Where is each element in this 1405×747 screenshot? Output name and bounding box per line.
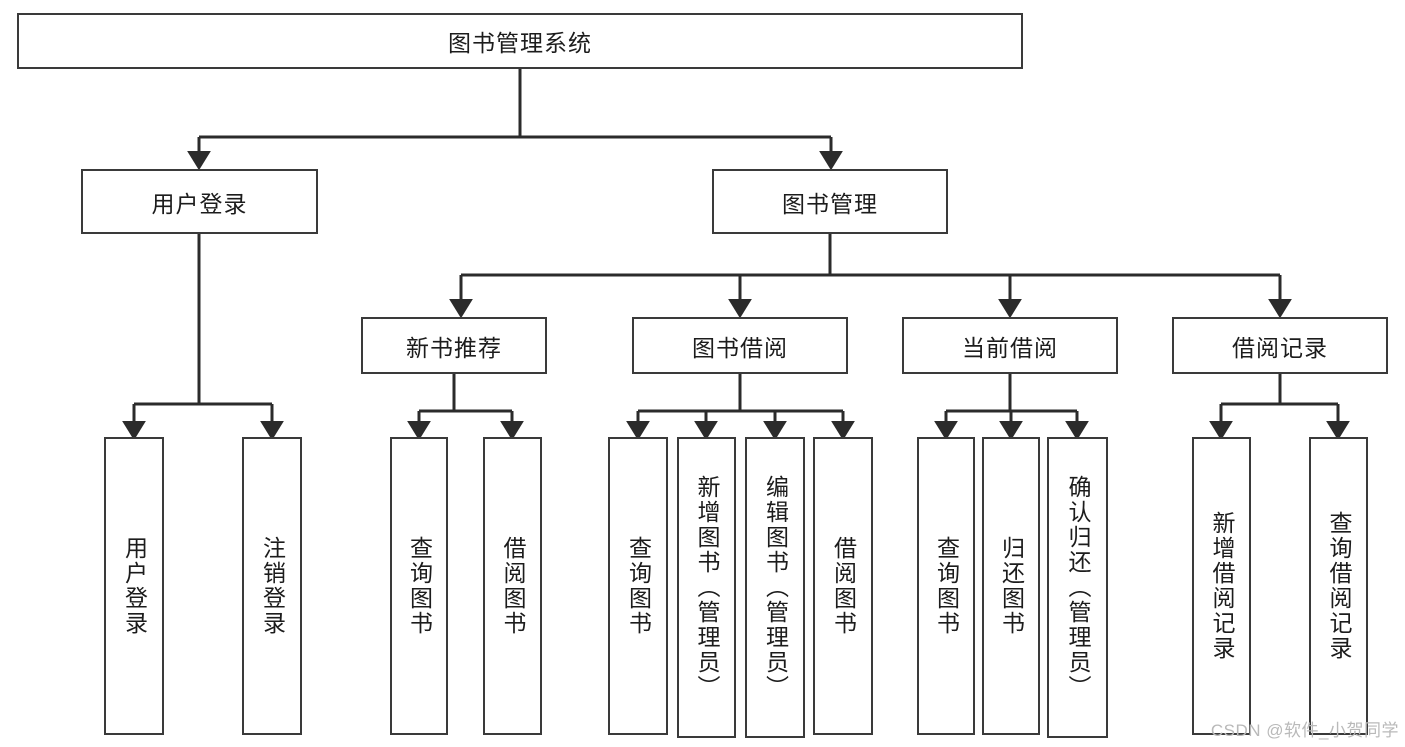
node-root-system[interactable]: 图书管理系统 bbox=[17, 13, 1023, 69]
node-label: 图书管理 bbox=[782, 190, 878, 217]
node-label: 借阅记录 bbox=[1232, 334, 1328, 361]
node-label: 查询借阅记录 bbox=[1326, 511, 1352, 661]
node-label: 确认归还（管理员） bbox=[1065, 475, 1091, 700]
node-label: 当前借阅 bbox=[962, 334, 1058, 361]
node-label: 新增图书（管理员） bbox=[694, 475, 720, 700]
node-borrow-record[interactable]: 借阅记录 bbox=[1172, 317, 1388, 374]
leaf-user-logout[interactable]: 注销登录 bbox=[242, 437, 302, 735]
leaf-edit-book-admin[interactable]: 编辑图书（管理员） bbox=[745, 437, 805, 738]
node-label: 用户登录 bbox=[151, 190, 248, 217]
watermark: CSDN @软件_小贺同学 bbox=[1210, 721, 1399, 740]
leaf-query-book-current[interactable]: 查询图书 bbox=[917, 437, 975, 735]
leaf-add-borrow-record[interactable]: 新增借阅记录 bbox=[1192, 437, 1251, 735]
leaf-return-book[interactable]: 归还图书 bbox=[982, 437, 1040, 735]
node-book-manage[interactable]: 图书管理 bbox=[712, 169, 948, 234]
node-label: 查询图书 bbox=[406, 536, 433, 636]
node-label: 编辑图书（管理员） bbox=[762, 475, 789, 700]
leaf-confirm-return-admin[interactable]: 确认归还（管理员） bbox=[1047, 437, 1108, 738]
node-book-borrow[interactable]: 图书借阅 bbox=[632, 317, 848, 374]
node-label: 查询图书 bbox=[933, 536, 960, 636]
node-user-login[interactable]: 用户登录 bbox=[81, 169, 318, 234]
leaf-query-book-recommend[interactable]: 查询图书 bbox=[390, 437, 448, 735]
node-label: 新增借阅记录 bbox=[1209, 511, 1235, 661]
node-label: 用户登录 bbox=[121, 536, 148, 636]
node-label: 图书借阅 bbox=[692, 334, 788, 361]
node-new-book-recommend[interactable]: 新书推荐 bbox=[361, 317, 547, 374]
leaf-user-login[interactable]: 用户登录 bbox=[104, 437, 164, 735]
node-current-borrow[interactable]: 当前借阅 bbox=[902, 317, 1118, 374]
node-label: 查询图书 bbox=[625, 536, 652, 636]
leaf-query-book-borrow[interactable]: 查询图书 bbox=[608, 437, 668, 735]
node-label: 新书推荐 bbox=[406, 334, 502, 361]
node-label: 借阅图书 bbox=[500, 536, 526, 636]
node-label: 图书管理系统 bbox=[448, 30, 592, 56]
leaf-add-book-admin[interactable]: 新增图书（管理员） bbox=[677, 437, 736, 738]
node-label: 注销登录 bbox=[259, 536, 286, 636]
leaf-borrow-book-recommend[interactable]: 借阅图书 bbox=[483, 437, 542, 735]
leaf-borrow-book[interactable]: 借阅图书 bbox=[813, 437, 873, 735]
node-label: 归还图书 bbox=[998, 536, 1025, 636]
node-label: 借阅图书 bbox=[830, 536, 857, 636]
leaf-query-borrow-record[interactable]: 查询借阅记录 bbox=[1309, 437, 1368, 735]
